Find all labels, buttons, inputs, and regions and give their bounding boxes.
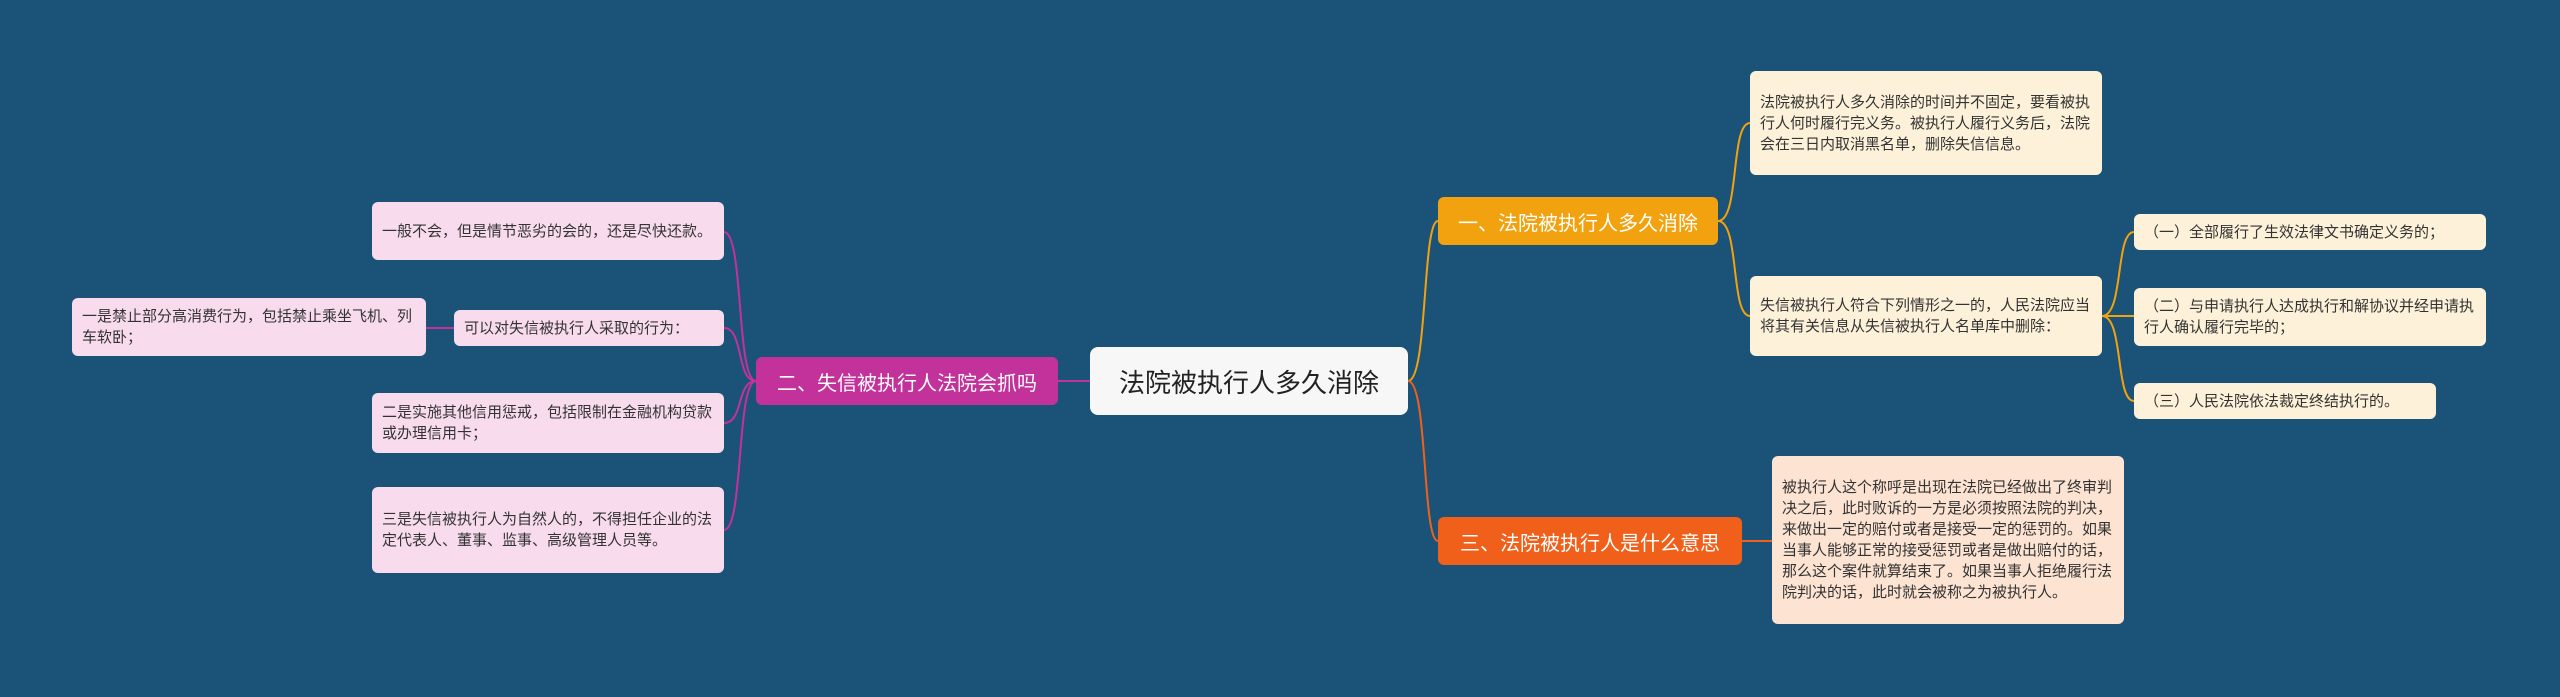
branch-2-item-3[interactable]: 二是实施其他信用惩戒，包括限制在金融机构贷款或办理信用卡； (372, 393, 724, 453)
link-b2-leaf2 (723, 327, 757, 382)
branch-3-item-1-text: 被执行人这个称呼是出现在法院已经做出了终审判决之后，此时败诉的一方是必须按照法院… (1782, 478, 2113, 601)
link-b2-leaf4 (723, 380, 757, 531)
branch-1-item-1-text: 法院被执行人多久消除的时间并不固定，要看被执行人何时履行完义务。被执行人履行义务… (1760, 92, 2091, 153)
branch-2-label: 二、失信被执行人法院会抓吗 (777, 370, 1037, 395)
branch-1-item-2-sub-3[interactable]: （三）人民法院依法裁定终结执行的。 (2134, 383, 2436, 419)
branch-1-item-2[interactable]: 失信被执行人符合下列情形之一的，人民法院应当将其有关信息从失信被执行人名单库中删… (1750, 276, 2102, 356)
branch-1-item-2-sub-3-text: （三）人民法院依法裁定终结执行的。 (2144, 391, 2400, 410)
branch-2-item-2-sub-1[interactable]: 一是禁止部分高消费行为，包括禁止乘坐飞机、列车软卧； (72, 298, 426, 356)
branch-2-item-4[interactable]: 三是失信被执行人为自然人的，不得担任企业的法定代表人、董事、监事、高级管理人员等… (372, 487, 724, 573)
branch-2-topic[interactable]: 二、失信被执行人法院会抓吗 (756, 357, 1058, 405)
branch-1-topic[interactable]: 一、法院被执行人多久消除 (1438, 197, 1718, 245)
branch-1-item-2-sub-2-text: （二）与申请执行人达成执行和解协议并经申请执行人确认履行完毕的； (2144, 297, 2475, 336)
link-b1-leaf2 (1717, 220, 1751, 317)
branch-2-item-1-text: 一般不会，但是情节恶劣的会的，还是尽快还款。 (382, 221, 713, 240)
link-b1-sub1 (2101, 231, 2135, 317)
root-topic-label: 法院被执行人多久消除 (1118, 368, 1379, 399)
branch-1-item-2-sub-2[interactable]: （二）与申请执行人达成执行和解协议并经申请执行人确认履行完毕的； (2134, 288, 2486, 346)
branch-3-label: 三、法院被执行人是什么意思 (1460, 530, 1720, 555)
link-root-branch1 (1407, 220, 1439, 382)
branch-1-item-2-sub-1-text: （一）全部履行了生效法律文书确定义务的； (2144, 222, 2445, 241)
branch-2-item-3-text: 二是实施其他信用惩戒，包括限制在金融机构贷款或办理信用卡； (382, 403, 713, 442)
branch-2-item-1[interactable]: 一般不会，但是情节恶劣的会的，还是尽快还款。 (372, 202, 724, 260)
branch-2-item-2-text: 可以对失信被执行人采取的行为： (464, 318, 690, 337)
link-b1-sub3 (2101, 315, 2135, 402)
branch-3-topic[interactable]: 三、法院被执行人是什么意思 (1438, 517, 1742, 565)
branch-1-item-2-text: 失信被执行人符合下列情形之一的，人民法院应当将其有关信息从失信被执行人名单库中删… (1760, 296, 2091, 335)
branch-1-label: 一、法院被执行人多久消除 (1458, 210, 1698, 235)
branch-2-item-2-sub-1-text: 一是禁止部分高消费行为，包括禁止乘坐飞机、列车软卧； (82, 307, 413, 346)
branch-1-item-2-sub-1[interactable]: （一）全部履行了生效法律文书确定义务的； (2134, 214, 2486, 250)
branch-2-item-4-text: 三是失信被执行人为自然人的，不得担任企业的法定代表人、董事、监事、高级管理人员等… (382, 510, 713, 549)
root-topic[interactable]: 法院被执行人多久消除 (1090, 347, 1408, 415)
branch-3-item-1[interactable]: 被执行人这个称呼是出现在法院已经做出了终审判决之后，此时败诉的一方是必须按照法院… (1772, 456, 2124, 624)
link-b2-leaf3 (723, 380, 757, 424)
branch-2-item-2[interactable]: 可以对失信被执行人采取的行为： (454, 310, 724, 346)
link-b2-leaf1 (723, 231, 757, 382)
link-root-branch3 (1407, 380, 1439, 542)
branch-1-item-1[interactable]: 法院被执行人多久消除的时间并不固定，要看被执行人何时履行完义务。被执行人履行义务… (1750, 71, 2102, 175)
link-b1-leaf1 (1717, 122, 1751, 222)
